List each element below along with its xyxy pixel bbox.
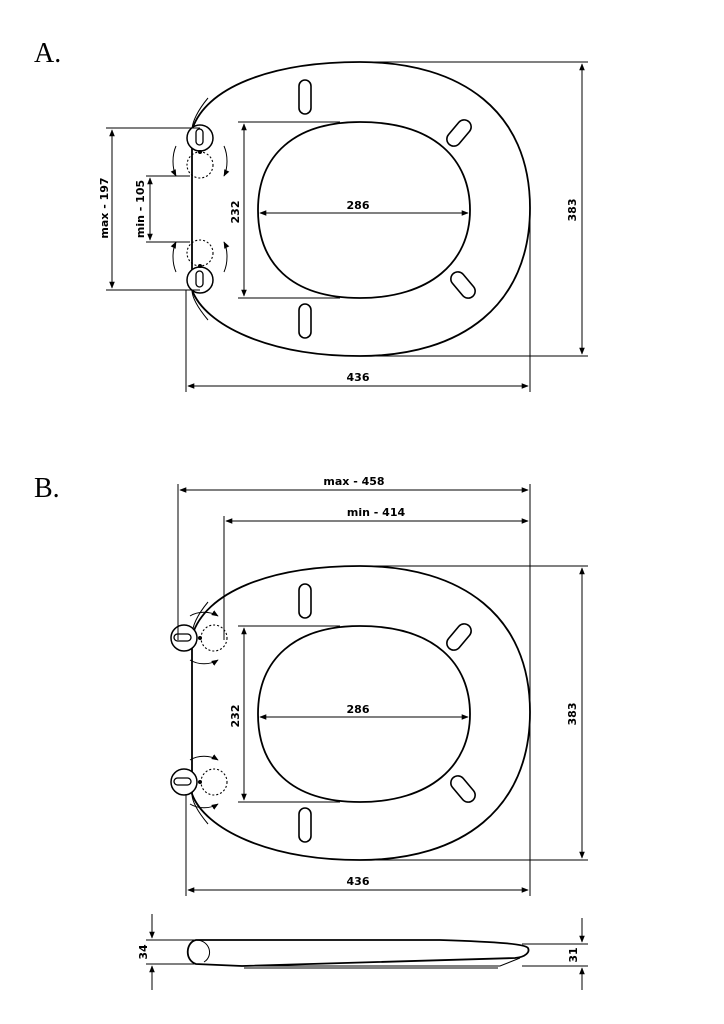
dim-depth-min-label: min - 414: [347, 506, 406, 519]
hinges-b: [170, 610, 228, 810]
hinges-a: [170, 124, 230, 294]
dim-thickness-front-label: 31: [567, 947, 580, 962]
dim-thickness-front: 31: [522, 918, 588, 990]
dim-inner-height-a-label: 232: [229, 201, 242, 224]
dim-height-b-label: 383: [566, 703, 579, 726]
side-view: 34 31: [137, 914, 588, 990]
seat-opening-a: [257, 121, 471, 299]
view-b-label: B.: [34, 473, 60, 504]
bumper-slots-b: [298, 583, 476, 843]
dim-thickness-hinge: 34: [137, 914, 196, 990]
dim-hinge-min-label: min - 105: [134, 180, 147, 238]
dim-hinge-max-label: max - 197: [98, 177, 111, 238]
dim-depth-max-label: max - 458: [323, 475, 384, 488]
dim-inner-width-b-label: 286: [347, 703, 370, 716]
dim-height-a: 383: [360, 61, 588, 357]
dim-width-a: 436: [185, 208, 531, 392]
dim-depth-min: min - 414: [223, 506, 529, 640]
dim-depth-max: max - 458: [177, 475, 531, 712]
dim-width-a-label: 436: [347, 371, 370, 384]
dim-height-a-label: 383: [566, 199, 579, 222]
dim-inner-width-a: 286: [259, 199, 469, 216]
dim-width-b-label: 436: [347, 875, 370, 888]
dim-inner-height-b-label: 232: [229, 705, 242, 728]
side-profile: [186, 939, 530, 967]
view-a: A.: [34, 38, 588, 392]
dim-hinge-max: max - 197: [98, 127, 200, 291]
view-a-label: A.: [34, 38, 61, 69]
dim-inner-height-b: 232: [229, 625, 340, 803]
dim-inner-width-b: 286: [259, 703, 469, 720]
dim-inner-width-a-label: 286: [347, 199, 370, 212]
seat-opening-b: [257, 625, 471, 803]
view-b: B.: [34, 473, 588, 896]
dim-width-b: 436: [185, 712, 531, 896]
dim-hinge-min: min - 105: [134, 175, 190, 243]
dim-height-b: 383: [360, 565, 588, 861]
bumper-slots-a: [298, 79, 476, 339]
dim-thickness-hinge-label: 34: [137, 944, 150, 960]
dim-inner-height-a: 232: [229, 121, 340, 299]
